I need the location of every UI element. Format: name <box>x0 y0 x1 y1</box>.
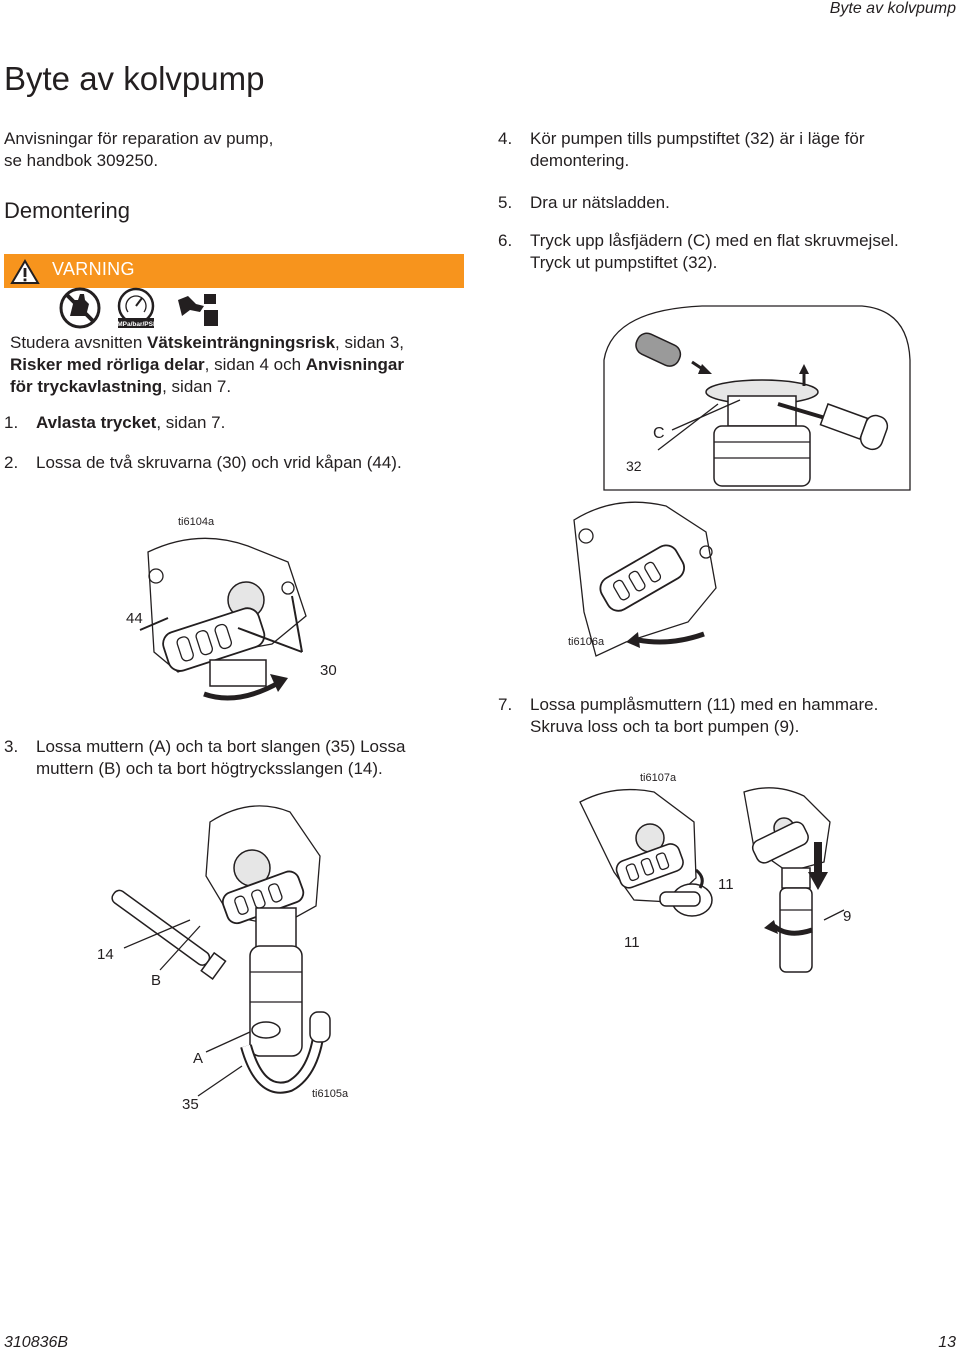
callout-11-left: 11 <box>624 934 640 951</box>
step-7-line-1: Lossa pumplåsmuttern (11) med en hammare… <box>530 695 879 714</box>
warning-ref-pressure: Anvisningar <box>305 355 405 374</box>
warning-triangle-icon <box>10 259 40 284</box>
callout-32: 32 <box>626 458 642 474</box>
step-number: 4. <box>498 129 513 148</box>
step-number: 5. <box>498 193 513 212</box>
step-3-line-2: muttern (B) och ta bort högtrycksslangen… <box>36 759 383 778</box>
step-5-text: Dra ur nätsladden. <box>530 193 670 212</box>
figure-cover-screws <box>139 537 307 701</box>
figure-id-ti6104a: ti6104a <box>178 516 215 528</box>
callout-C: C <box>653 425 665 442</box>
step-6: 6. Tryck upp låsfjädern (C) med en flat … <box>498 230 958 274</box>
warning-text-part: , sidan 4 och <box>204 355 306 374</box>
figure-id-ti6106a: ti6106a <box>568 636 605 648</box>
step-6-line-1: Tryck upp låsfjädern (C) med en flat skr… <box>530 231 899 250</box>
moving-parts-hand-icon <box>176 290 220 328</box>
step-7: 7. Lossa pumplåsmuttern (11) med en hamm… <box>498 694 958 738</box>
step-2: 2. Lossa de två skruvarna (30) och vrid … <box>4 452 464 474</box>
step-7-line-2: Skruva loss och ta bort pumpen (9). <box>530 717 800 736</box>
step-number: 3. <box>4 737 19 756</box>
step-number: 1. <box>4 413 19 432</box>
running-header: Byte av kolvpump <box>829 0 956 17</box>
step-6-line-2: Tryck ut pumpstiftet (32). <box>530 253 718 272</box>
warning-banner <box>4 254 464 288</box>
callout-35: 35 <box>182 1096 199 1113</box>
warning-text: Studera avsnitten Vätskeinträngningsrisk… <box>10 332 460 398</box>
step-1-rest: , sidan 7. <box>156 413 226 432</box>
document-number: 310836B <box>4 1334 69 1351</box>
figure-hose-removal <box>111 805 331 1097</box>
callout-30: 30 <box>320 662 337 679</box>
step-1: 1. Avlasta trycket, sidan 7. <box>4 412 464 434</box>
warning-ref-pressure-2: för tryckavlastning <box>10 377 163 396</box>
no-hands-icon <box>59 287 101 329</box>
step-1-bold: Avlasta trycket <box>36 413 157 432</box>
warning-ref-fluid: Vätskeinträngningsrisk <box>147 333 336 352</box>
step-4-line-1: Kör pumpen tills pumpstiftet (32) är i l… <box>530 129 865 148</box>
warning-text-part: Studera avsnitten <box>10 333 148 352</box>
step-4-line-2: demontering. <box>530 151 630 170</box>
intro-line-2: se handbok 309250. <box>4 151 159 170</box>
warning-text-part: , sidan 7. <box>162 377 232 396</box>
step-3: 3. Lossa muttern (A) och ta bort slangen… <box>4 736 464 780</box>
callout-14: 14 <box>97 946 114 963</box>
step-number: 6. <box>498 231 513 250</box>
intro-line-1: Anvisningar för reparation av pump, <box>4 129 274 148</box>
figure-pump-pin <box>603 305 911 491</box>
hazard-symbols: MPa/bar/PSI <box>59 287 220 329</box>
page-number: 13 <box>938 1334 956 1351</box>
warning-text-part: , sidan 3, <box>335 333 405 352</box>
pressure-gauge-icon: MPa/bar/PSI <box>117 287 155 328</box>
page-title: Byte av kolvpump <box>4 60 265 97</box>
callout-B: B <box>151 972 162 989</box>
step-number: 7. <box>498 695 513 714</box>
warning-ref-moving: Risker med rörliga delar <box>10 355 205 374</box>
section-title: Demontering <box>4 198 130 223</box>
step-number: 2. <box>4 453 19 472</box>
callout-11-right: 11 <box>718 876 734 893</box>
figure-cover-rotated <box>573 501 717 657</box>
step-3-line-1: Lossa muttern (A) och ta bort slangen (3… <box>36 737 406 756</box>
step-2-text: Lossa de två skruvarna (30) och vrid kåp… <box>36 453 402 472</box>
pressure-units-label: MPa/bar/PSI <box>117 321 155 328</box>
figure-id-ti6107a: ti6107a <box>640 772 677 784</box>
step-5: 5. Dra ur nätsladden. <box>498 192 958 214</box>
figure-id-ti6105a: ti6105a <box>312 1088 349 1100</box>
callout-44: 44 <box>126 610 143 627</box>
warning-label: VARNING <box>52 259 135 279</box>
callout-9: 9 <box>843 908 852 925</box>
figure-pump-removal <box>579 787 845 973</box>
intro-text: Anvisningar för reparation av pump, se h… <box>4 128 464 172</box>
callout-A: A <box>193 1050 204 1067</box>
step-4: 4. Kör pumpen tills pumpstiftet (32) är … <box>498 128 958 172</box>
